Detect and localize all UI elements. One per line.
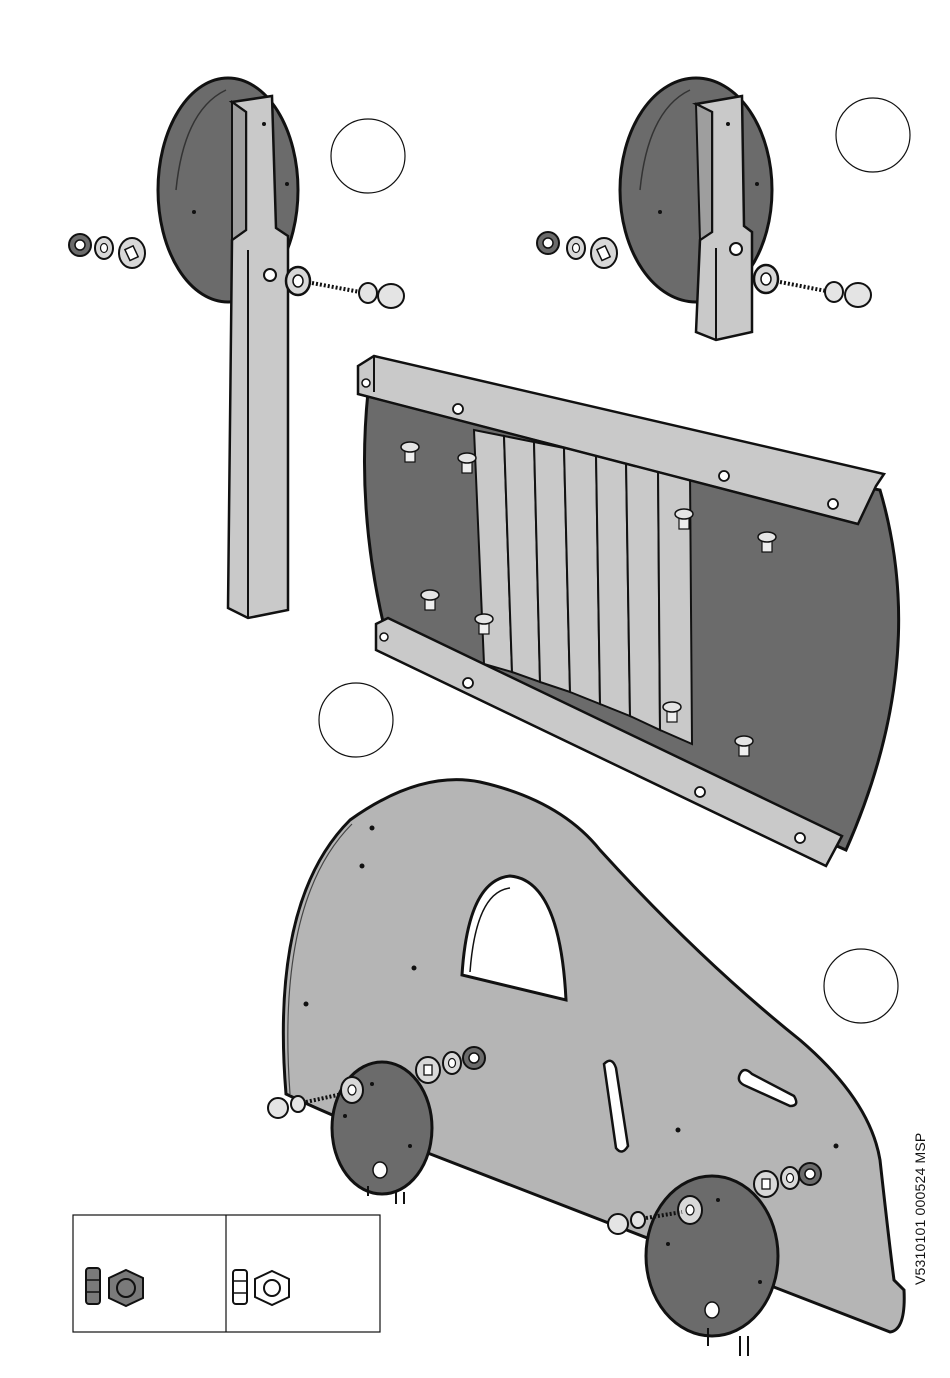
right-leg-assembly bbox=[537, 78, 910, 340]
step-marker-2 bbox=[836, 98, 910, 172]
right-nut-set bbox=[537, 232, 617, 268]
right-bolt bbox=[754, 265, 871, 307]
car-front-wheel bbox=[332, 1062, 432, 1204]
step-marker-3 bbox=[319, 683, 393, 757]
step-marker-4 bbox=[824, 949, 898, 1023]
document-code: V5310101 000524 MSP bbox=[912, 1133, 928, 1285]
hardware-legend bbox=[73, 1215, 380, 1332]
left-leg-assembly bbox=[69, 78, 405, 618]
left-bolt bbox=[286, 267, 404, 308]
hex-nut-light-icon bbox=[233, 1270, 289, 1305]
car-rear-wheel bbox=[646, 1176, 778, 1356]
step-marker-1 bbox=[331, 119, 405, 193]
left-nut-set bbox=[69, 234, 145, 268]
